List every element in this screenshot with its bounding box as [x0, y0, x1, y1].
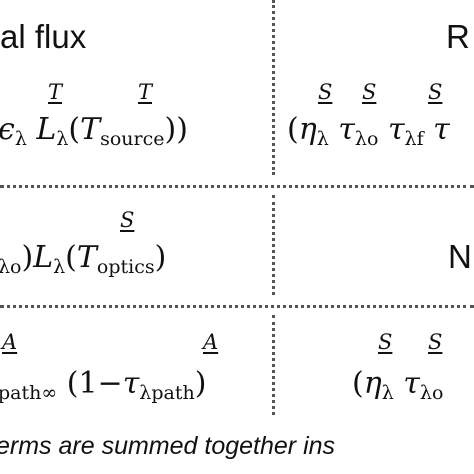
- accent-S-3: S: [428, 80, 443, 104]
- accent-A-2: A: [203, 330, 219, 354]
- accent-S-row3-2: S: [428, 330, 443, 354]
- equation-row1-right: (ηλ τλo τλf τ: [287, 112, 450, 150]
- accent-S-1: S: [318, 80, 333, 104]
- accent-T-1: T: [48, 80, 63, 104]
- header-right: R: [446, 18, 470, 55]
- row-divider-2: [0, 305, 474, 308]
- accent-A-1: A: [2, 330, 18, 354]
- row2-right-text: N: [448, 238, 472, 275]
- accent-S-row2: S: [120, 208, 135, 232]
- accent-S-2: S: [362, 80, 377, 104]
- column-divider-top: [272, 0, 275, 175]
- equation-row2-left: λo)Lλ(Toptics): [0, 240, 167, 278]
- row-divider-1: [0, 185, 474, 188]
- column-divider-bottom: [272, 315, 275, 415]
- equation-row3-right: (ηλ τλo: [352, 366, 444, 404]
- header-left: al flux: [0, 18, 87, 55]
- accent-S-row3-1: S: [378, 330, 393, 354]
- equation-row1-left: ϵλ Lλ(Tsource)): [0, 112, 188, 150]
- column-divider-middle: [272, 195, 275, 295]
- accent-T-2: T: [138, 80, 153, 104]
- footer-caption: erms are summed together ins: [0, 432, 336, 460]
- equation-row3-left: path∞ (1−τλpath): [0, 366, 207, 404]
